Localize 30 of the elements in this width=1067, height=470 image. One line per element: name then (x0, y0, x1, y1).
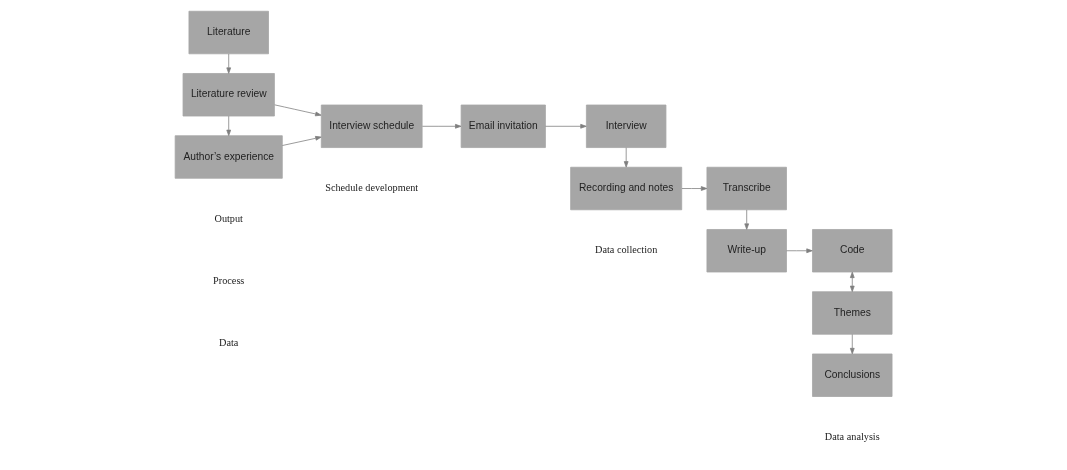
label: Output (214, 212, 243, 224)
node-box: Interview (585, 104, 666, 148)
node-box: Author’s experience (174, 135, 283, 179)
arrow (544, 123, 587, 129)
arrow (743, 209, 749, 230)
node-box: Conclusions (811, 353, 892, 397)
label: Schedule development (324, 182, 418, 194)
arrow (225, 115, 231, 136)
arrow (623, 147, 628, 168)
arrow (681, 186, 707, 191)
arrow (273, 104, 321, 117)
node-box: Recording and notes (569, 166, 682, 211)
node-box: Transcribe (706, 166, 787, 211)
arrow (849, 333, 855, 355)
arrow (225, 53, 231, 74)
node-box: Themes (811, 291, 892, 335)
node-box: Interview schedule (320, 104, 423, 148)
label: Data (218, 337, 238, 349)
label: Data collection (594, 244, 657, 256)
node-box: Literature review (182, 73, 275, 117)
node-box: Write-up (706, 229, 787, 273)
node-box: Code (811, 229, 892, 273)
node-box: Email invitation (460, 104, 546, 148)
arrow (281, 135, 322, 146)
arrow (785, 248, 813, 254)
node-box: Literature (188, 10, 269, 55)
arrow (849, 271, 855, 292)
label: Process (212, 275, 244, 287)
arrow (421, 123, 461, 129)
label: Data analysis (824, 431, 880, 443)
